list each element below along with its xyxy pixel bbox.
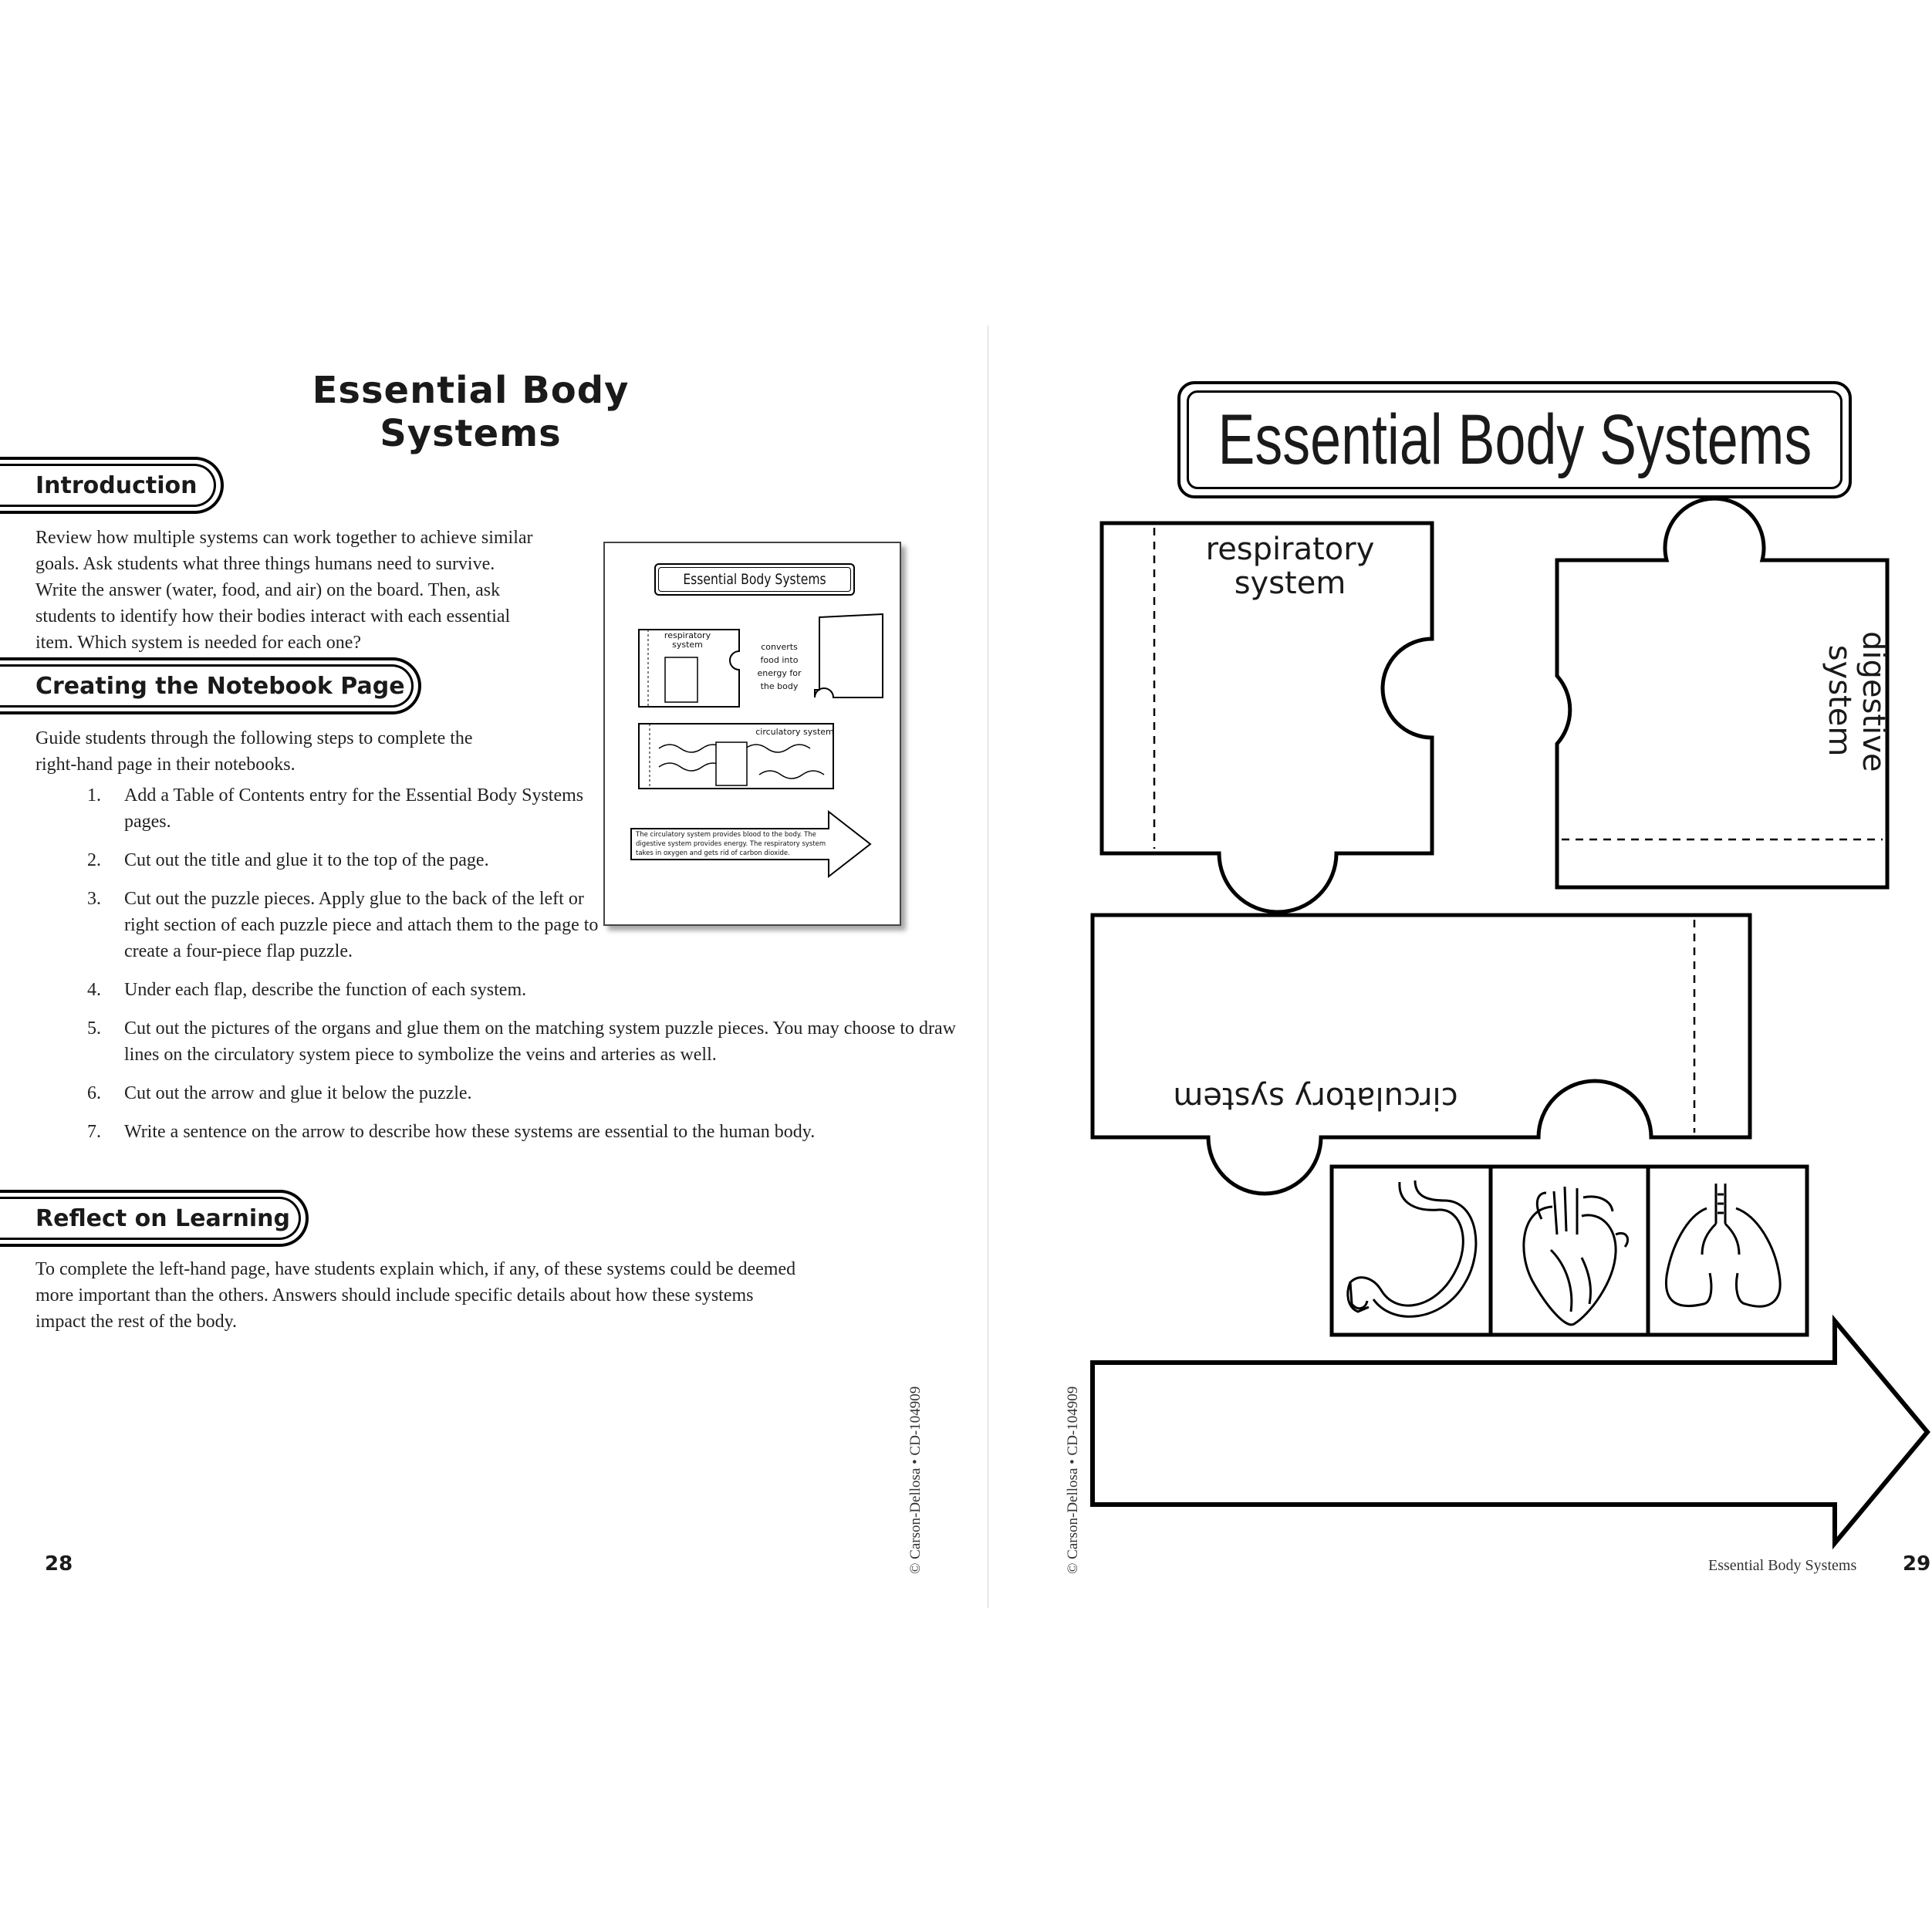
thumb-title-box: Essential Body Systems	[654, 563, 855, 596]
page-number-left: 28	[45, 1552, 73, 1576]
introduction-tab: Introduction	[0, 457, 224, 514]
thumb-arrow-text: The circulatory system provides blood to…	[636, 831, 826, 857]
thumb-respiratory-label: respiratory system	[664, 630, 711, 650]
thumb-puzzle	[630, 613, 883, 879]
creating-heading: Creating the Notebook Page	[35, 672, 405, 700]
reflect-tab: Reflect on Learning	[0, 1190, 309, 1247]
introduction-heading: Introduction	[35, 471, 198, 499]
footer-title: Essential Body Systems	[1708, 1557, 1857, 1574]
thumb-circulatory-label: circulatory system	[755, 727, 834, 737]
step-item: 4.Under each flap, describe the function…	[87, 980, 527, 1000]
page-title: Essential Body Systems	[312, 369, 630, 455]
step-item: 7.Write a sentence on the arrow to descr…	[87, 1122, 816, 1142]
copyright-right: © Carson-Dellosa • CD-104909	[1065, 1386, 1081, 1574]
circulatory-piece	[1090, 913, 1752, 1196]
reflect-heading: Reflect on Learning	[35, 1204, 290, 1232]
page-number-right: 29	[1903, 1552, 1931, 1576]
creating-intro: Guide students through the following ste…	[35, 728, 473, 775]
cutout-title: Essential Body Systems	[1218, 400, 1812, 479]
digestive-label: digestive system	[1822, 631, 1891, 772]
respiratory-label: respiratory system	[1205, 532, 1375, 601]
blank-arrow	[1090, 1314, 1930, 1550]
steps-list: 1.Add a Table of Contents entry for the …	[35, 782, 956, 1157]
step-item: 5.Cut out the pictures of the organs and…	[87, 1018, 956, 1065]
step-item: 6.Cut out the arrow and glue it below th…	[87, 1083, 472, 1103]
stomach-icon	[1346, 1180, 1478, 1318]
introduction-text: Review how multiple systems can work tog…	[35, 528, 533, 653]
circulatory-label: circulatory system	[1173, 1080, 1458, 1116]
thumb-note: converts food into energy for the body	[757, 642, 802, 691]
respiratory-piece	[1099, 521, 1434, 914]
lungs-icon	[1664, 1184, 1782, 1308]
creating-tab: Creating the Notebook Page	[0, 657, 421, 714]
heart-icon	[1522, 1186, 1629, 1326]
reflect-text: To complete the left-hand page, have stu…	[35, 1259, 796, 1332]
step-item: 1.Add a Table of Contents entry for the …	[87, 785, 584, 832]
notebook-page-thumbnail: Essential Body Systems respiratory syste…	[603, 542, 901, 926]
digestive-piece	[1555, 496, 1890, 890]
cutout-title-box: Essential Body Systems	[1177, 381, 1852, 498]
step-item: 3.Cut out the puzzle pieces. Apply glue …	[87, 889, 599, 961]
step-item: 2.Cut out the title and glue it to the t…	[87, 850, 489, 870]
